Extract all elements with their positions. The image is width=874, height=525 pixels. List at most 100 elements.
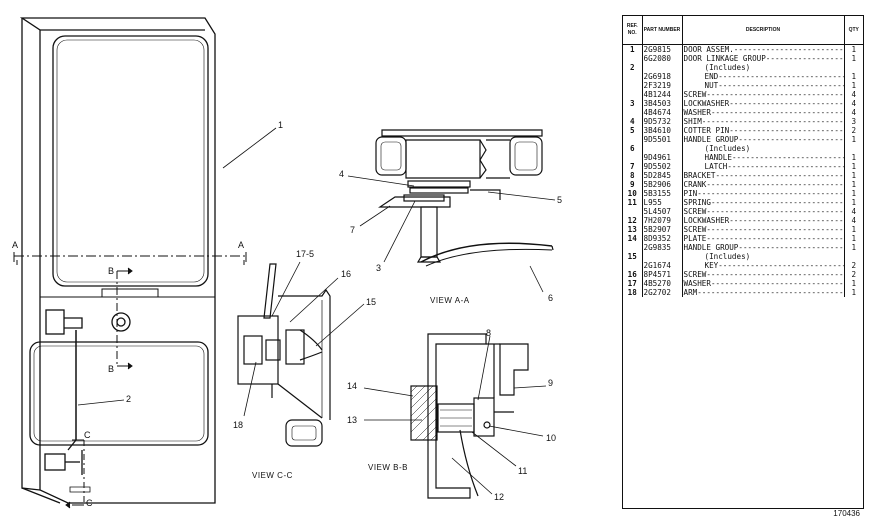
callout-16: 16: [341, 269, 351, 279]
callout-7: 7: [350, 225, 355, 235]
part-number-cell: 5B2906: [642, 180, 683, 189]
part-number-cell: 4B4674: [642, 108, 683, 117]
ref-cell: 3: [623, 99, 643, 108]
description-cell: PLATE-----------------------------------…: [682, 234, 845, 243]
callout-11: 11: [518, 466, 527, 476]
description-cell: SCREW-----------------------------------…: [682, 225, 845, 234]
ref-cell: 4: [623, 117, 643, 126]
ref-cell: 9: [623, 180, 643, 189]
table-row: 2F3219NUT-------------------------------…: [623, 81, 863, 90]
leader-dots: ----------------------------------------: [706, 180, 844, 189]
qty-cell: 1: [851, 243, 857, 252]
ref-cell: [623, 261, 643, 270]
qty-cell: 1: [851, 171, 857, 180]
leader-dots: ----------------------------------------: [718, 261, 843, 270]
table-row: 2(Includes): [623, 63, 863, 72]
ref-cell: 11: [623, 198, 643, 207]
description-cell: ARM-------------------------------------…: [682, 288, 845, 297]
part-number-cell: 2G6918: [642, 72, 683, 81]
qty-cell: 1: [851, 72, 857, 81]
part-number-cell: 2G9835: [642, 243, 683, 252]
leader-dots: ----------------------------------------: [706, 270, 844, 279]
leader-dots: ----------------------------------------: [729, 99, 844, 108]
leader-dots: ----------------------------------------: [701, 117, 844, 126]
part-number-cell: 9D5732: [642, 117, 683, 126]
description-cell: LOCKWASHER------------------------------…: [682, 216, 845, 225]
part-number-cell: 9D5502: [642, 162, 683, 171]
description-cell: CRANK-----------------------------------…: [682, 180, 845, 189]
qty-cell: 1: [851, 180, 857, 189]
part-number-cell: 4B5270: [642, 279, 683, 288]
qty-cell: 2: [851, 270, 857, 279]
part-number-cell: L955: [642, 198, 683, 207]
description-cell: (Includes): [682, 144, 845, 153]
leader-dots: ----------------------------------------: [733, 45, 844, 54]
description-cell: SHIM------------------------------------…: [682, 117, 845, 126]
description-cell: HANDLE GROUP----------------------------…: [682, 243, 845, 252]
part-number-cell: 2G2702: [642, 288, 683, 297]
callout-1: 1: [278, 120, 283, 130]
part-number-cell: 7H2079: [642, 216, 683, 225]
part-number-cell: 9D5501: [642, 135, 683, 144]
callout-13: 13: [347, 415, 357, 425]
leader-dots: ----------------------------------------: [765, 54, 844, 63]
qty-cell: 1: [851, 54, 857, 63]
ref-cell: 6: [623, 144, 643, 153]
description-cell: PIN-------------------------------------…: [682, 189, 845, 198]
ref-cell: [623, 90, 643, 99]
section-a-left-label: A: [12, 240, 18, 250]
description-cell: KEY-------------------------------------…: [682, 261, 845, 270]
callout-5: 5: [557, 195, 562, 205]
qty-cell: [844, 252, 863, 261]
part-number-cell: 5D2845: [642, 171, 683, 180]
ref-cell: [623, 54, 643, 63]
part-number-cell: 2F3219: [642, 81, 683, 90]
ref-cell: 16: [623, 270, 643, 279]
description-cell: DOOR ASSEM.-----------------------------…: [682, 44, 845, 54]
ref-cell: 12: [623, 216, 643, 225]
qty-cell: 4: [851, 207, 857, 216]
section-c-top-label: C: [84, 430, 91, 440]
description-cell: WASHER----------------------------------…: [682, 108, 845, 117]
description-cell: (Includes): [682, 63, 845, 72]
ref-cell: [623, 135, 643, 144]
ref-no-header: REF. NO.: [623, 16, 643, 45]
leader-dots: ----------------------------------------: [727, 162, 843, 171]
section-b-bottom-label: B: [108, 364, 114, 374]
part-number-header: PART NUMBER: [642, 16, 683, 45]
qty-header: QTY: [844, 16, 863, 45]
table-row: 15(Includes): [623, 252, 863, 261]
qty-cell: 4: [851, 216, 857, 225]
part-number-cell: 8P4571: [642, 270, 683, 279]
callout-6: 6: [548, 293, 553, 303]
leader-dots: ----------------------------------------: [718, 72, 843, 81]
qty-cell: 4: [851, 99, 857, 108]
table-row: 2G6918END-------------------------------…: [623, 72, 863, 81]
view-cc-lock: [237, 263, 331, 447]
callout-12: 12: [494, 492, 504, 502]
description-cell: SCREW-----------------------------------…: [682, 207, 845, 216]
qty-cell: 1: [851, 45, 857, 54]
part-number-cell: 2G1674: [642, 261, 683, 270]
callout-9: 9: [548, 378, 553, 388]
leader-dots: ----------------------------------------: [738, 135, 844, 144]
ref-cell: 8: [623, 171, 643, 180]
part-number-cell: 4B1244: [642, 90, 683, 99]
qty-cell: 1: [851, 198, 857, 207]
part-number-cell: 3B4610: [642, 126, 683, 135]
part-number-cell: 9D4961: [642, 153, 683, 162]
leader-dots: ----------------------------------------: [718, 81, 843, 90]
leader-dots: ----------------------------------------: [710, 279, 844, 288]
ref-cell: [623, 153, 643, 162]
leader-dots: ----------------------------------------: [738, 243, 844, 252]
section-line-a: [13, 252, 247, 265]
ref-cell: [623, 243, 643, 252]
